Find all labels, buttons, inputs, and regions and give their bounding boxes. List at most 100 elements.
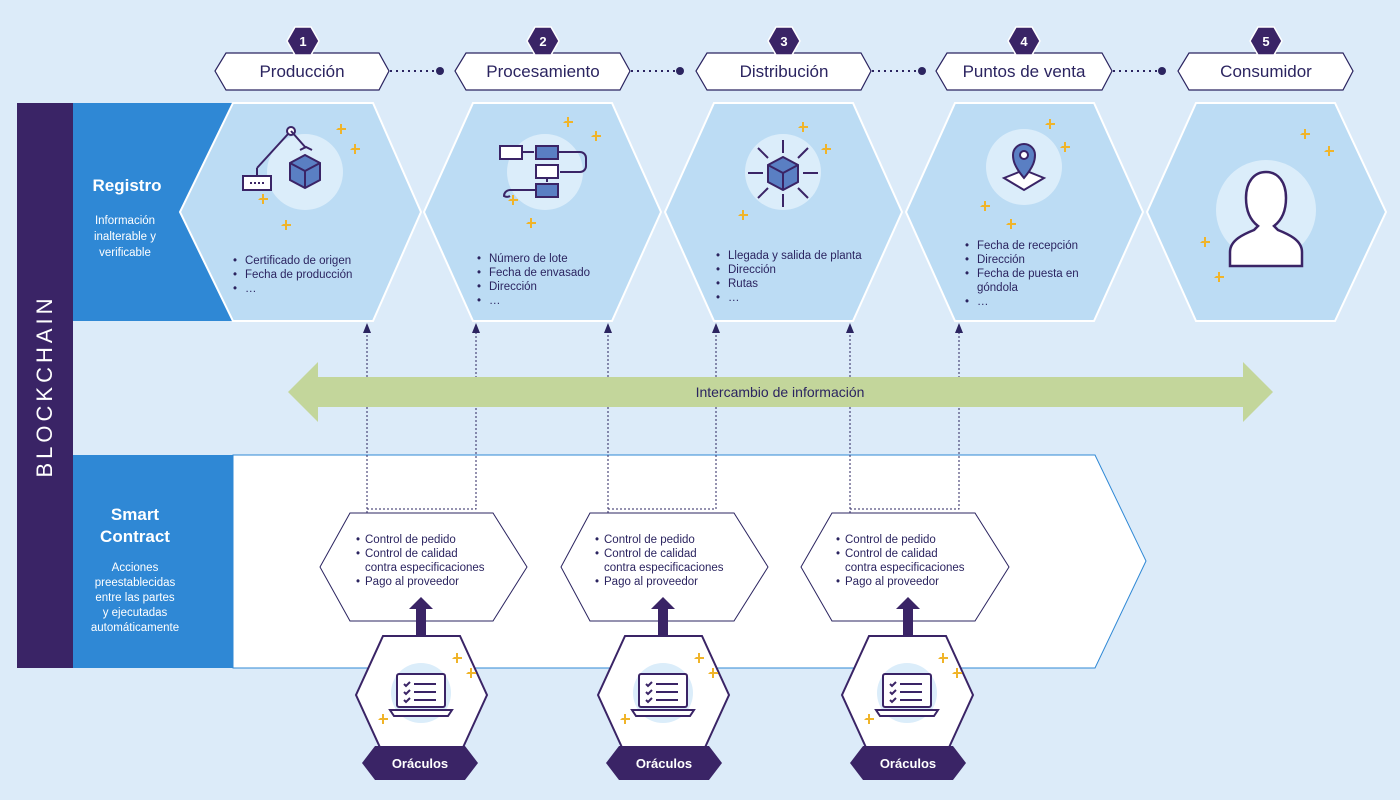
smart-contract-subtitle-line: y ejecutadas xyxy=(103,607,168,619)
list-item: Control de pedido xyxy=(604,534,695,546)
list-item: Certificado de origen xyxy=(245,255,351,267)
svg-text:•: • xyxy=(836,548,840,560)
smart-contract-subtitle-line: preestablecidas xyxy=(95,577,176,589)
blockchain-bar xyxy=(17,103,73,668)
list-item: Fecha de envasado xyxy=(489,267,590,279)
list-item: Pago al proveedor xyxy=(845,576,939,588)
list-item: Dirección xyxy=(977,254,1025,266)
map-pin-icon xyxy=(1001,143,1047,192)
list-item: contra especificaciones xyxy=(604,562,724,574)
stage-header-5: Consumidor 5 xyxy=(1177,26,1354,91)
stage-label: Consumidor xyxy=(1220,62,1312,81)
svg-text:•: • xyxy=(356,576,360,588)
stage-2-list: • Número de lote • Fecha de envasado • Dire… xyxy=(477,253,590,307)
list-item: Pago al proveedor xyxy=(365,576,459,588)
stage-header-3: Distribución 3 xyxy=(695,26,872,91)
sparkle-icon xyxy=(378,653,962,724)
registro-subtitle-line: verificable xyxy=(99,247,151,259)
list-item: contra especificaciones xyxy=(365,562,485,574)
oracle-label: Oráculos xyxy=(636,756,692,771)
stage-header-2: Procesamiento 2 xyxy=(454,26,631,91)
svg-text:•: • xyxy=(836,576,840,588)
svg-text:•: • xyxy=(965,240,969,252)
contract-hexagon-2: • Control de pedido • Control de calidad c… xyxy=(560,512,769,622)
svg-text:•: • xyxy=(836,534,840,546)
sparkle-icon xyxy=(258,117,1334,282)
exchange-label: Intercambio de información xyxy=(696,384,865,400)
smart-contract-title: Contract xyxy=(100,527,170,546)
svg-text:•: • xyxy=(595,534,599,546)
svg-text:•: • xyxy=(477,253,481,265)
stage-1-list: • Certificado de origen • Fecha de producc… xyxy=(233,255,352,295)
list-item: … xyxy=(728,292,740,304)
list-item: Número de lote xyxy=(489,253,568,265)
list-item: … xyxy=(489,295,501,307)
laptop-checklist-icon xyxy=(630,673,696,717)
list-item: Control de calidad xyxy=(365,548,458,560)
svg-text:•: • xyxy=(477,267,481,279)
blockchain-label: BLOCKCHAIN xyxy=(32,294,57,477)
stage-label: Distribución xyxy=(740,62,829,81)
list-item: Pago al proveedor xyxy=(604,576,698,588)
svg-text:•: • xyxy=(356,548,360,560)
step-number: 3 xyxy=(780,34,787,49)
connector-dots xyxy=(436,67,1166,75)
list-item: Fecha de recepción xyxy=(977,240,1078,252)
svg-text:•: • xyxy=(965,296,969,308)
stage-label: Puntos de venta xyxy=(963,62,1086,81)
oracle-hexagon-2: Oráculos xyxy=(596,635,731,780)
oracle-up-arrows xyxy=(409,597,920,636)
smart-contract-subtitle-line: Acciones xyxy=(112,562,159,574)
list-item: Fecha de puesta en xyxy=(977,268,1079,280)
smart-contract-title: Smart xyxy=(111,505,160,524)
svg-text:•: • xyxy=(356,534,360,546)
stage-label: Procesamiento xyxy=(486,62,599,81)
list-item: … xyxy=(977,296,989,308)
stage-hexagon-4 xyxy=(904,102,1145,322)
svg-text:•: • xyxy=(233,283,237,295)
stage-3-list: •Llegada y salida de planta •Dirección •… xyxy=(716,250,862,304)
svg-text:•: • xyxy=(477,281,481,293)
cube-distribution-icon xyxy=(748,140,818,207)
stage-hexagon-2 xyxy=(422,102,663,322)
registro-title: Registro xyxy=(93,176,162,195)
registro-subtitle-line: inalterable y xyxy=(94,231,156,243)
oracle-label: Oráculos xyxy=(392,756,448,771)
svg-text:•: • xyxy=(595,548,599,560)
step-number: 5 xyxy=(1262,34,1269,49)
oracle-hexagon-1: Oráculos xyxy=(354,635,489,780)
list-item: Control de calidad xyxy=(845,548,938,560)
oracle-hexagon-3: Oráculos xyxy=(840,635,975,780)
svg-text:•: • xyxy=(233,255,237,267)
list-item: Dirección xyxy=(489,281,537,293)
list-item: Control de calidad xyxy=(604,548,697,560)
stage-header-1: Producción 1 xyxy=(214,26,390,91)
list-item: Fecha de producción xyxy=(245,269,352,281)
stage-header-4: Puntos de venta 4 xyxy=(935,26,1113,91)
list-item: Control de pedido xyxy=(845,534,936,546)
stage-hexagon-3 xyxy=(663,102,904,322)
list-item: contra especificaciones xyxy=(845,562,965,574)
list-item: … xyxy=(245,283,257,295)
list-item: góndola xyxy=(977,282,1019,294)
contract-hexagon-3: • Control de pedido • Control de calidad c… xyxy=(800,512,1010,622)
data-flow-lines xyxy=(366,330,960,513)
registro-subtitle-line: Información xyxy=(95,215,155,227)
contract-hexagon-1: •Control de pedido •Control de calidad c… xyxy=(319,512,528,622)
smart-contract-subtitle-line: entre las partes xyxy=(95,592,175,604)
svg-text:•: • xyxy=(595,576,599,588)
svg-text:•: • xyxy=(233,269,237,281)
svg-text:•: • xyxy=(965,254,969,266)
svg-text:•: • xyxy=(716,264,720,276)
svg-text:•: • xyxy=(716,250,720,262)
step-number: 4 xyxy=(1020,34,1028,49)
data-flow-arrowheads xyxy=(363,323,963,333)
laptop-checklist-icon xyxy=(388,673,454,717)
svg-text:•: • xyxy=(716,292,720,304)
svg-text:•: • xyxy=(716,278,720,290)
stage-label: Producción xyxy=(259,62,344,81)
information-exchange-arrow: Intercambio de información xyxy=(288,362,1273,422)
stage-hexagon-1 xyxy=(178,102,423,322)
stage-4-list: • Fecha de recepción • Dirección • Fecha de… xyxy=(965,240,1079,308)
